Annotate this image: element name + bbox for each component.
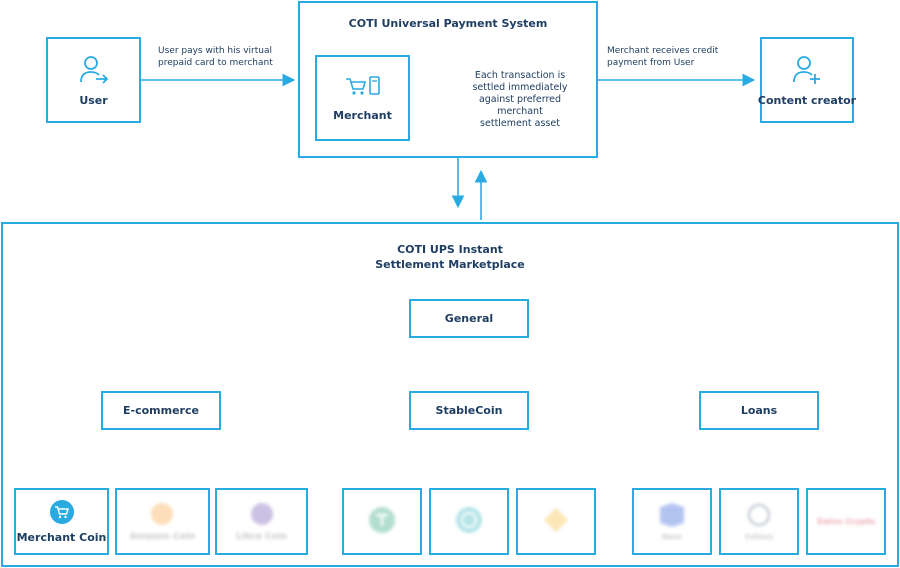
tile-nexo: Nexo xyxy=(632,488,712,555)
nexo-icon xyxy=(660,502,684,527)
user-pays-text: User pays with his virtual prepaid card … xyxy=(158,46,273,68)
tether-icon xyxy=(369,506,395,533)
marketplace-title-line2: Settlement Marketplace xyxy=(375,258,525,271)
tile-label: Libra Coin xyxy=(235,531,288,542)
coin-icon xyxy=(250,502,273,525)
content-creator-node: Content creator xyxy=(757,37,857,123)
tile-usdc xyxy=(429,488,509,555)
user-add-icon xyxy=(793,55,820,84)
merchant-label: Merchant xyxy=(333,108,392,122)
tile-amazon-coin: Amazon Coin xyxy=(115,488,210,555)
ups-title: COTI Universal Payment System xyxy=(348,17,548,30)
category-label: E-commerce xyxy=(123,404,199,417)
tile-label: Celsius xyxy=(745,532,773,541)
general-label: General xyxy=(444,312,494,325)
tile-label: Amazon Coin xyxy=(129,531,196,542)
merchant-node: Merchant xyxy=(315,55,410,141)
marketplace-title: COTI UPS Instant Settlement Marketplace xyxy=(300,242,600,272)
settlement-text: Each transaction is settled immediately … xyxy=(472,70,568,129)
binance-icon xyxy=(544,507,568,532)
tile-celsius: Celsius xyxy=(719,488,799,555)
tile-binance xyxy=(516,488,596,555)
user-label: User xyxy=(79,93,108,107)
user-arrow-icon xyxy=(79,55,108,84)
merchant-receives-text: Merchant receives credit payment from Us… xyxy=(607,46,719,68)
category-ecommerce: E-commerce xyxy=(101,391,221,430)
tile-label: Nexo xyxy=(662,532,682,541)
coin-icon xyxy=(151,502,174,525)
tile-label: Merchant Coin xyxy=(16,531,107,544)
category-label: Loans xyxy=(740,404,778,417)
tile-tether xyxy=(342,488,422,555)
category-loans: Loans xyxy=(699,391,819,430)
user-node: User xyxy=(46,37,141,123)
category-label: StableCoin xyxy=(435,404,503,417)
content-creator-label: Content creator xyxy=(757,93,857,107)
tile-swiss-crypto: Swiss Crypto xyxy=(806,488,886,555)
marketplace-title-line1: COTI UPS Instant xyxy=(397,243,503,256)
text-logo-icon: Swiss Crypto xyxy=(816,517,876,526)
celsius-icon xyxy=(748,503,770,526)
tile-merchant-coin: Merchant Coin xyxy=(14,488,109,555)
cart-coin-icon xyxy=(49,500,74,524)
general-node: General xyxy=(409,299,529,338)
tile-libra-coin: Libra Coin xyxy=(215,488,308,555)
usdc-icon xyxy=(456,506,482,533)
category-stablecoin: StableCoin xyxy=(409,391,529,430)
cart-terminal-icon xyxy=(345,75,380,95)
